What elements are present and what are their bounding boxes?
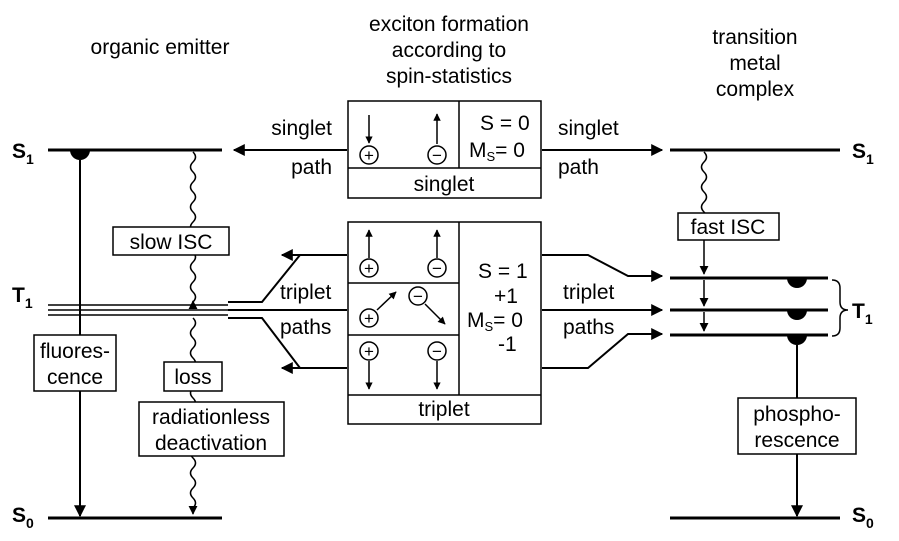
left-s1-label: S1 — [12, 140, 34, 167]
triplet3-minus-sign: − — [432, 342, 442, 361]
triplet1-plus-charge — [359, 258, 379, 278]
triplet-path-right-bot — [542, 328, 664, 369]
radiationless-label-1: radiationless — [152, 406, 270, 429]
center-title-3: spin-statistics — [386, 65, 512, 88]
fluorescence-label-2: cence — [47, 366, 103, 389]
triplet-ms-value: MS= 0 — [467, 309, 523, 334]
triplet-paths-left-label-1: triplet — [280, 281, 332, 304]
triplet-path-left-bot — [228, 317, 347, 369]
singlet-path-right-label-1: singlet — [558, 117, 619, 140]
left-s1-half-circle — [70, 150, 90, 160]
right-title-3: complex — [716, 78, 795, 101]
right-s0-label: S0 — [852, 504, 874, 531]
triplet2-plus-charge — [359, 308, 379, 328]
singlet-path-right-label-2: path — [558, 156, 599, 179]
triplet1-plus-sign: + — [364, 259, 374, 278]
triplet-paths-right-label-2: paths — [563, 316, 614, 339]
triplet2-minus-charge — [408, 286, 428, 306]
right-t1-half-circle-top — [787, 278, 807, 288]
left-t1-label: T1 — [12, 284, 33, 311]
radiationless-label-2: deactivation — [155, 432, 267, 455]
right-s1-label: S1 — [852, 140, 874, 167]
singlet-minus-sign: − — [432, 146, 442, 165]
triplet2-plus-sign: + — [364, 309, 374, 328]
singlet-path-left-label-1: singlet — [271, 117, 332, 140]
radiationless-box — [138, 401, 285, 457]
triplet-ms-plus1: +1 — [494, 285, 518, 308]
fluorescence-label-1: fluores- — [40, 340, 110, 363]
right-t1-half-circle-bot — [787, 335, 807, 345]
singlet-plus-charge — [359, 145, 379, 165]
fast-isc-label: fast ISC — [691, 216, 766, 239]
left-s0-label: S0 — [12, 504, 34, 531]
fast-isc-box — [677, 212, 780, 241]
right-title-1: transition — [712, 26, 797, 49]
singlet-ms-value: MS= 0 — [469, 139, 525, 164]
phosphorescence-box — [737, 397, 857, 455]
slow-isc-label: slow ISC — [130, 231, 213, 254]
triplet1-minus-charge — [427, 258, 447, 278]
center-title-2: according to — [392, 39, 506, 62]
triplet3-minus-charge — [427, 341, 447, 361]
right-t1-label: T1 — [852, 300, 873, 327]
triplet-ms-minus1: -1 — [498, 333, 517, 356]
singlet-label: singlet — [414, 173, 475, 196]
left-title: organic emitter — [91, 36, 230, 59]
singlet-plus-sign: + — [364, 146, 374, 165]
loss-box — [163, 361, 223, 392]
right-t1-half-circle-mid — [787, 310, 807, 320]
triplet1-minus-sign: − — [432, 259, 442, 278]
t1-brace — [831, 279, 849, 337]
triplet2-minus-sign: − — [413, 287, 423, 306]
triplet-path-right-top — [542, 254, 664, 282]
triplet-s-value: S = 1 — [478, 260, 528, 283]
phosphorescence-label-2: rescence — [754, 429, 839, 452]
fast-isc-wavy-arrow — [700, 151, 708, 224]
loss-label: loss — [174, 366, 211, 389]
triplet-paths-right-label-1: triplet — [563, 281, 615, 304]
triplet3-plus-charge — [359, 341, 379, 361]
center-title-1: exciton formation — [369, 13, 529, 36]
triplet2-spin-diag-right — [424, 303, 446, 325]
singlet-minus-charge — [427, 145, 447, 165]
triplet2-spin-diag-left — [376, 291, 397, 311]
right-title-2: metal — [729, 52, 780, 75]
triplet-paths-left-label-2: paths — [280, 316, 331, 339]
fluorescence-box — [33, 334, 117, 392]
singlet-path-left-label-2: path — [291, 156, 332, 179]
phosphorescence-label-1: phospho- — [753, 403, 841, 426]
slow-isc-box — [112, 226, 230, 256]
triplet-path-left-top — [228, 254, 347, 303]
triplet-label: triplet — [418, 398, 470, 421]
triplet3-plus-sign: + — [364, 342, 374, 361]
singlet-s-value: S = 0 — [480, 112, 530, 135]
